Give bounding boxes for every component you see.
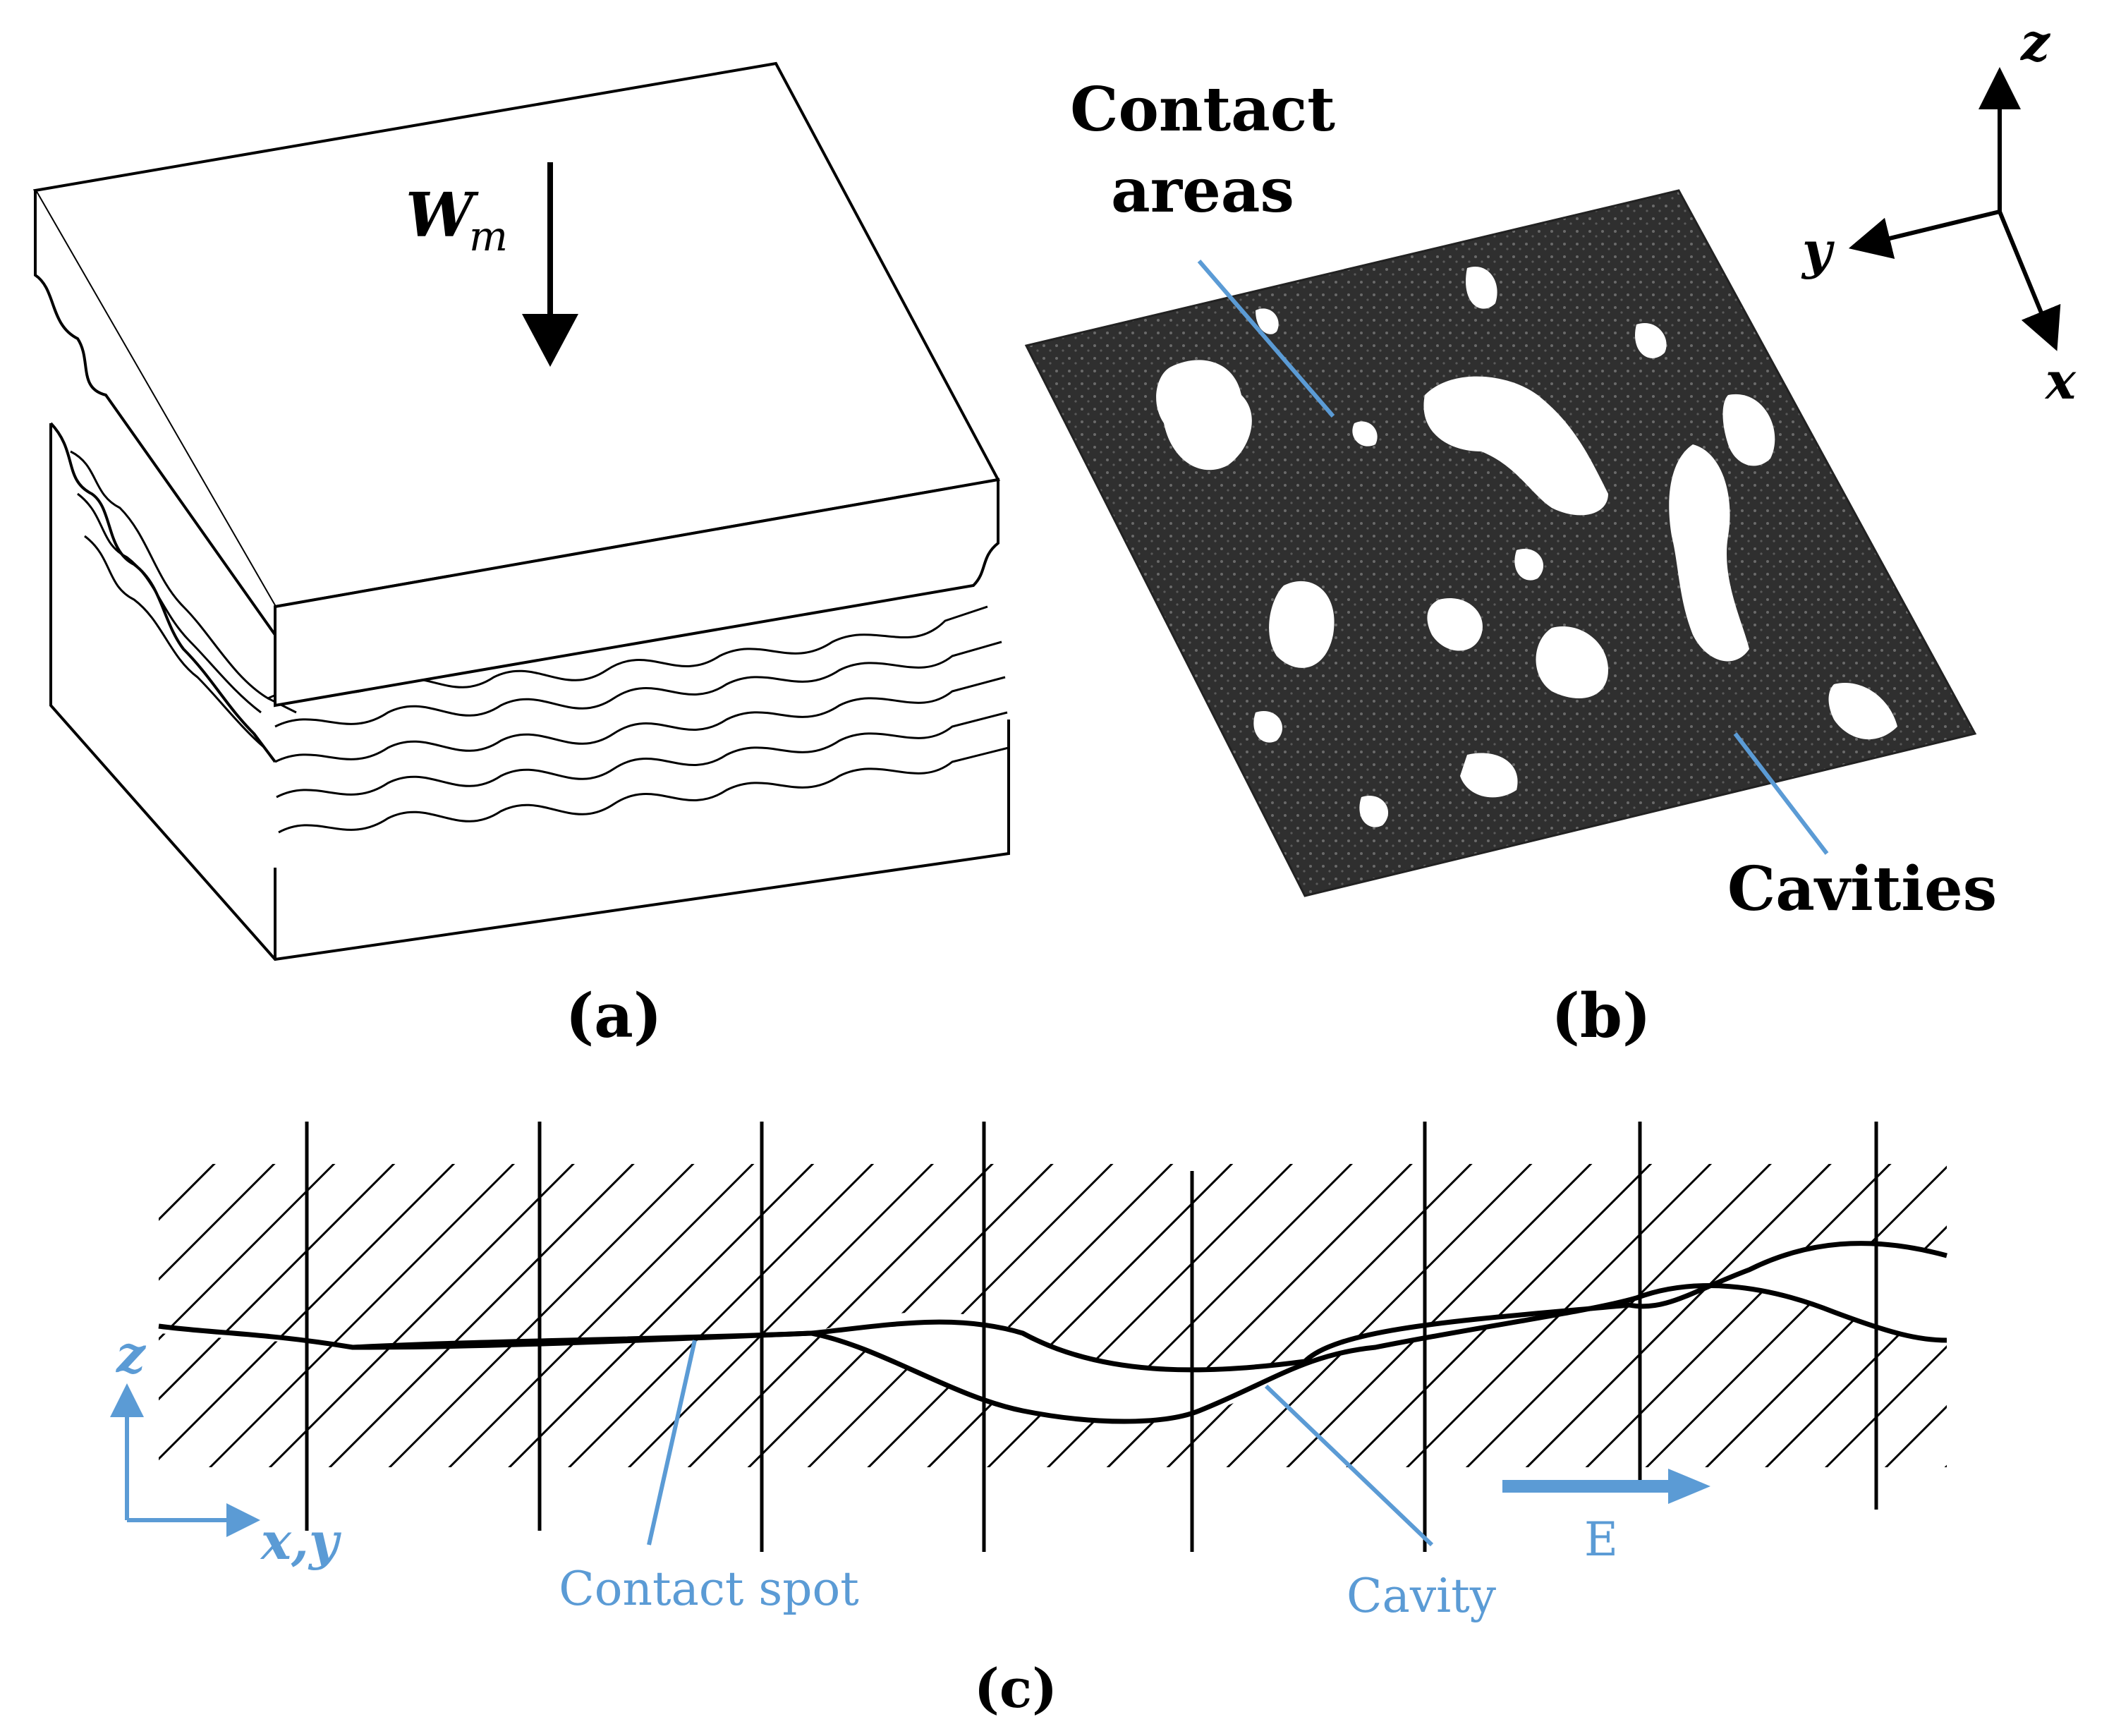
panel-b: Contact areas Cavities z y x (b) bbox=[1024, 12, 2077, 1052]
load-arrow-head bbox=[522, 314, 578, 367]
axis-y-label: y bbox=[1801, 220, 1835, 280]
cavities-label: Cavities bbox=[1727, 854, 1997, 925]
load-symbol: W bbox=[406, 180, 479, 251]
contact-areas-leader bbox=[1197, 260, 1335, 418]
contact-spot-leader bbox=[647, 1340, 697, 1546]
field-label: E bbox=[1584, 1512, 1618, 1567]
axis-x-label: x bbox=[2044, 351, 2077, 411]
cavity-label: Cavity bbox=[1347, 1569, 1497, 1623]
contact-spot-label: Contact spot bbox=[559, 1562, 858, 1616]
contact-areas-label-2: areas bbox=[1111, 155, 1294, 226]
panel-c: z x,y Contact spot Cavity E (c) bbox=[110, 1122, 1947, 1720]
axis-z-label: z bbox=[2019, 12, 2051, 72]
cavity-blobs bbox=[1156, 267, 1897, 827]
c-axes bbox=[110, 1383, 260, 1537]
contact-areas-label-1: Contact bbox=[1070, 74, 1335, 145]
upper-block bbox=[32, 61, 1001, 708]
vertical-gridlines bbox=[305, 1122, 1878, 1552]
field-arrow-head bbox=[1668, 1469, 1710, 1504]
panel-a: W m (a) bbox=[32, 61, 1010, 1052]
caption-b: (b) bbox=[1551, 981, 1651, 1052]
cavity-leader bbox=[1264, 1384, 1434, 1547]
lower-body bbox=[159, 1285, 1947, 1467]
cavities-leader bbox=[1733, 732, 1829, 855]
c-axis-xy-label: x,y bbox=[260, 1511, 341, 1571]
cavity-region bbox=[811, 1322, 1305, 1421]
c-axis-z-label: z bbox=[115, 1324, 147, 1384]
caption-a: (a) bbox=[565, 981, 662, 1052]
load-subscript: m bbox=[469, 212, 508, 260]
upper-body bbox=[159, 1164, 1947, 1370]
axes-triad bbox=[1848, 67, 2061, 351]
interface-lines bbox=[158, 1241, 1947, 1424]
caption-c: (c) bbox=[974, 1657, 1057, 1720]
